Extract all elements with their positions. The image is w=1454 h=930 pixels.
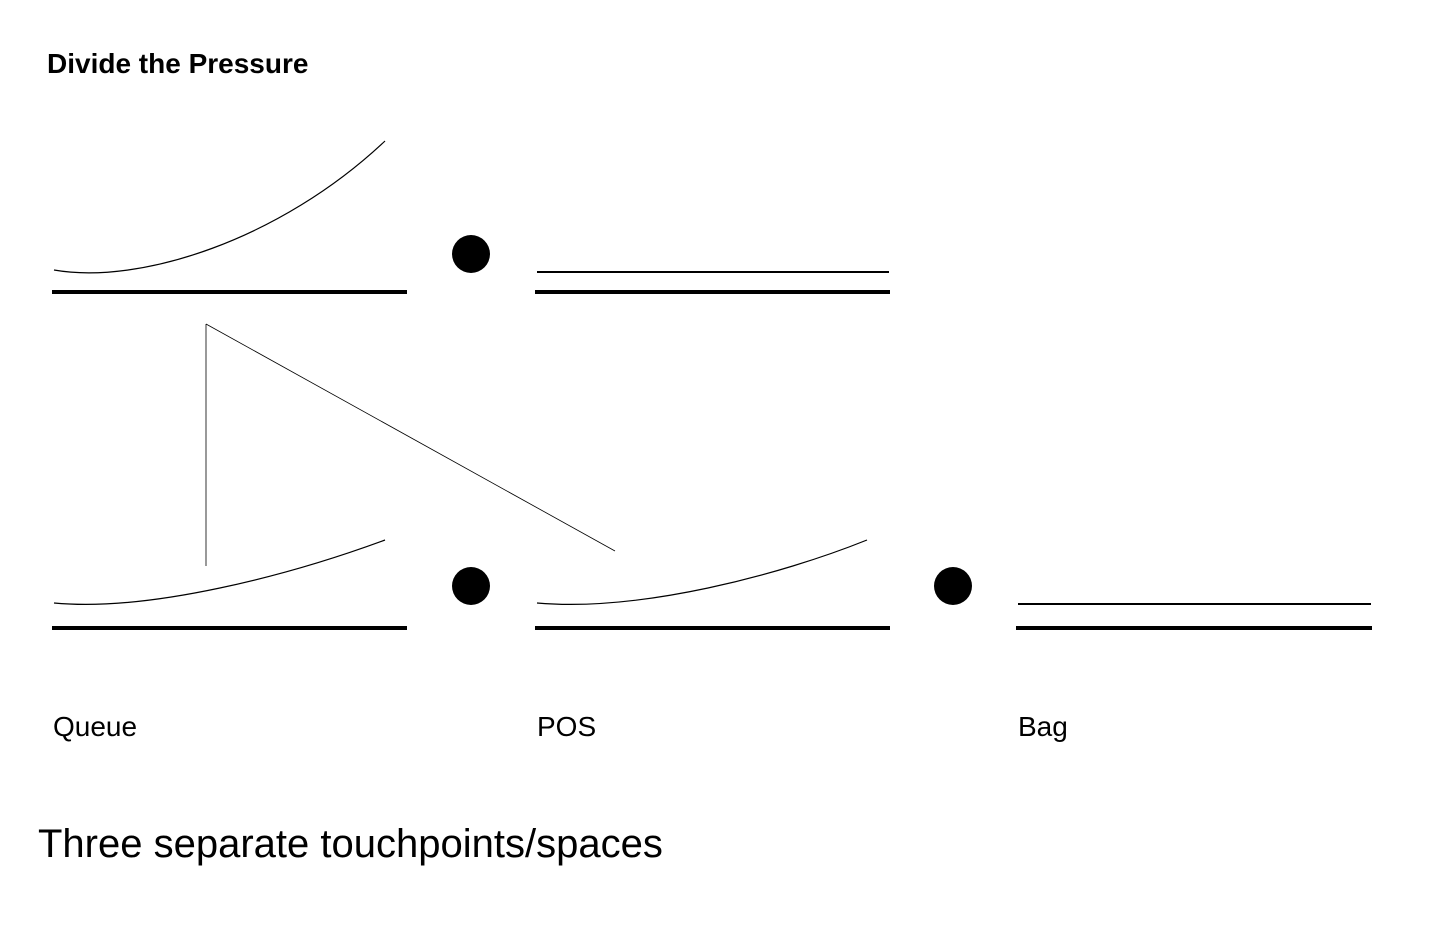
top-queue-curve xyxy=(53,140,386,274)
bottom-row xyxy=(52,539,1372,630)
top-row xyxy=(52,140,890,294)
pos-label: POS xyxy=(537,711,597,742)
bottom-queue-curve xyxy=(53,539,386,605)
bottom-right-separator-dot xyxy=(934,567,972,605)
bag-label: Bag xyxy=(1018,711,1068,742)
diagram-title: Divide the Pressure xyxy=(47,48,309,79)
top-separator-dot xyxy=(452,235,490,273)
bottom-pos-curve xyxy=(536,539,868,605)
queue-label: Queue xyxy=(53,711,138,742)
connector-lines xyxy=(205,323,616,566)
diagram-caption: Three separate touchpoints/spaces xyxy=(38,822,663,866)
bottom-left-separator-dot xyxy=(452,567,490,605)
connector-diagonal-line xyxy=(205,323,616,552)
